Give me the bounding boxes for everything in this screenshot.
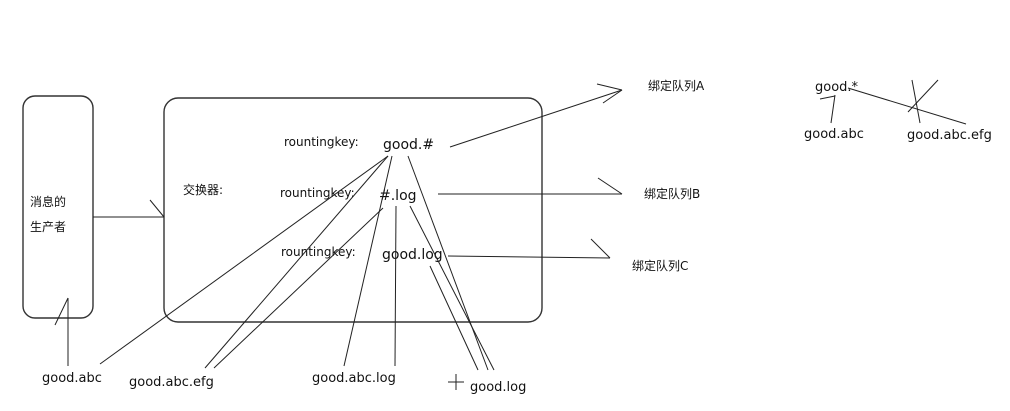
wildcard-match-example: good.abc xyxy=(804,127,864,142)
producer-label-line1: 消息的 xyxy=(30,194,66,209)
wildcard-pattern: good.* xyxy=(815,80,859,95)
wildcard-no-match-example: good.abc.efg xyxy=(907,128,992,143)
cursor-crosshair-icon xyxy=(448,374,464,390)
binding-arrow-queue-b xyxy=(438,177,623,195)
queue-c-label: 绑定队列C xyxy=(632,258,688,273)
binding-key-1: good.# xyxy=(383,137,434,153)
queue-a-label: 绑定队列A xyxy=(648,78,705,93)
binding-key-label-3: rountingkey: xyxy=(281,245,356,259)
binding-key-label-1: rountingkey: xyxy=(284,135,359,149)
binding-arrow-queue-c xyxy=(447,238,611,259)
exchange-box xyxy=(163,97,543,323)
queue-b-label: 绑定队列B xyxy=(644,186,700,201)
producer-to-exchange-arrow xyxy=(93,199,165,218)
exchange-label: 交换器: xyxy=(183,182,223,197)
binding-arrow-queue-a xyxy=(449,83,623,148)
message-routing-lines xyxy=(54,155,495,371)
message-good-abc-log: good.abc.log xyxy=(312,371,396,386)
message-good-abc: good.abc xyxy=(42,371,102,386)
cross-out-mark-icon xyxy=(907,79,939,113)
binding-key-2: #.log xyxy=(379,188,417,204)
message-good-log: good.log xyxy=(470,380,526,395)
binding-key-label-2: rountingkey: xyxy=(280,186,355,200)
producer-label-line2: 生产者 xyxy=(30,220,66,234)
binding-key-3: good.log xyxy=(382,247,443,263)
message-good-abc-efg: good.abc.efg xyxy=(129,375,214,390)
wildcard-lines xyxy=(819,79,967,125)
